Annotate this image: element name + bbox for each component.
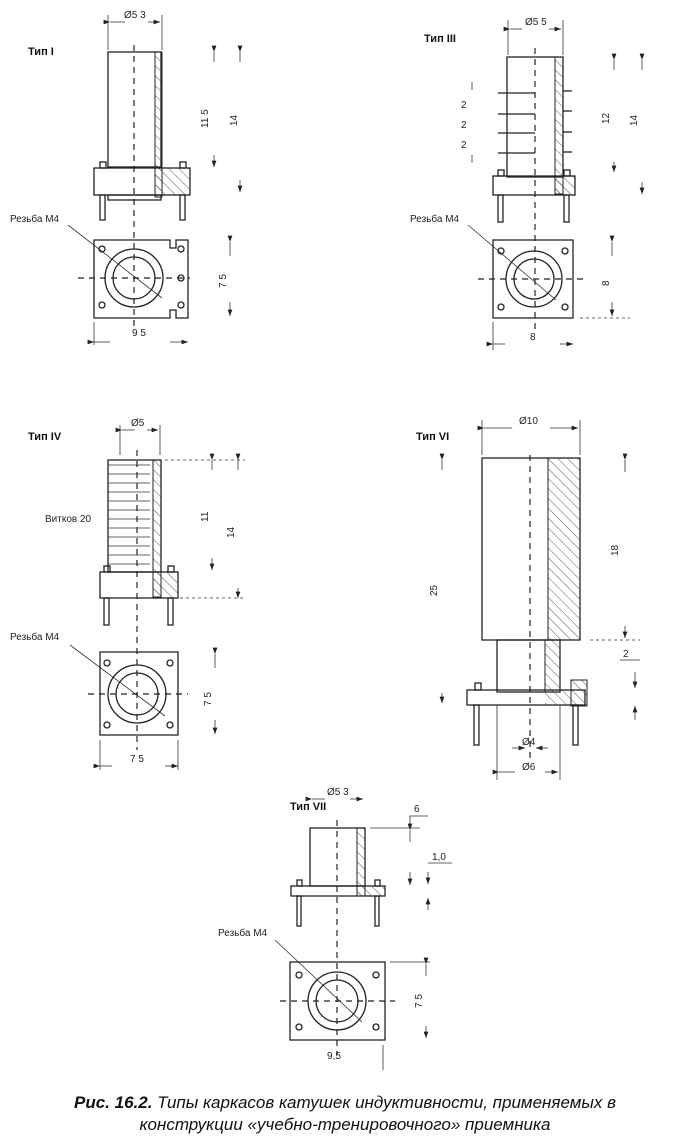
type-7-frame: Тип VII Ø5 3 6 1,0 Резьба М4 7 5 9,5 (218, 787, 452, 1070)
type-7-diameter: Ø5 3 (327, 787, 349, 798)
type-6-diameter: Ø10 (519, 416, 538, 427)
type-4-thread-label: Резьба М4 (10, 631, 60, 643)
type-6-height-total: 25 (429, 584, 440, 596)
type-1-height-inner: 11 5 (200, 109, 211, 128)
type-3-diameter: Ø5 5 (525, 17, 547, 28)
type-1-diameter: Ø5 3 (124, 10, 146, 21)
type-3-height-inner: 12 (601, 112, 612, 124)
type-3-title: Тип III (424, 33, 456, 45)
type-3-pitch-1: 2 (461, 100, 467, 111)
type-3-pitch-2: 2 (461, 120, 467, 131)
type-3-frame: Тип III Ø5 5 2 2 2 12 14 Резьба М4 8 8 (410, 17, 645, 350)
type-4-height-inner: 11 (200, 511, 211, 522)
type-3-pitch-3: 2 (461, 140, 467, 151)
type-1-title: Тип I (28, 46, 54, 58)
type-7-width-bottom: 9,5 (327, 1051, 341, 1062)
type-4-frame: Тип IV Ø5 Витков 20 11 14 Резьба М4 7 5 … (10, 418, 245, 770)
type-3-width-side: 8 (601, 280, 612, 286)
figure-number: Рис. 16.2. (73, 1093, 153, 1112)
type-6-flange: 2 (623, 649, 629, 660)
type-1-width-bottom: 9 5 (132, 328, 146, 339)
type-3-height-total: 14 (629, 114, 640, 126)
type-7-title: Тип VII (290, 801, 326, 813)
type-4-diameter: Ø5 (131, 418, 145, 429)
type-6-frame: Тип VI Ø10 25 18 2 Ø4 Ø6 (416, 416, 640, 780)
type-1-frame: Тип I Ø5 3 11 5 14 Резьба М4 7 5 9 5 (10, 10, 243, 345)
type-6-title: Тип VI (416, 431, 449, 443)
type-6-lower-diameter: Ø6 (522, 762, 536, 773)
type-1-height-total: 14 (229, 114, 240, 126)
type-4-turns-label: Витков 20 (45, 514, 92, 525)
type-4-width-bottom: 7 5 (130, 754, 144, 765)
type-3-thread-label: Резьба М4 (410, 213, 460, 225)
figure-caption: Рис. 16.2. Типы каркасов катушек индукти… (0, 1092, 690, 1136)
caption-line-2: конструкции «учебно-тренировочного» прие… (139, 1115, 551, 1134)
type-4-height-total: 14 (226, 526, 237, 538)
type-7-width-side: 7 5 (414, 994, 425, 1008)
type-6-height-upper: 18 (610, 544, 621, 556)
type-3-width-bottom: 8 (530, 332, 536, 343)
type-7-height: 6 (414, 804, 420, 815)
type-4-title: Тип IV (28, 431, 62, 443)
type-1-thread-label: Резьба М4 (10, 213, 60, 225)
type-1-width-side: 7 5 (218, 274, 229, 288)
type-4-width-side: 7 5 (203, 692, 214, 706)
type-7-thread-label: Резьба М4 (218, 927, 268, 939)
caption-line-1: Типы каркасов катушек индуктивности, при… (157, 1093, 616, 1112)
type-6-inner-diameter: Ø4 (522, 737, 536, 748)
type-7-base-thickness: 1,0 (432, 852, 446, 863)
